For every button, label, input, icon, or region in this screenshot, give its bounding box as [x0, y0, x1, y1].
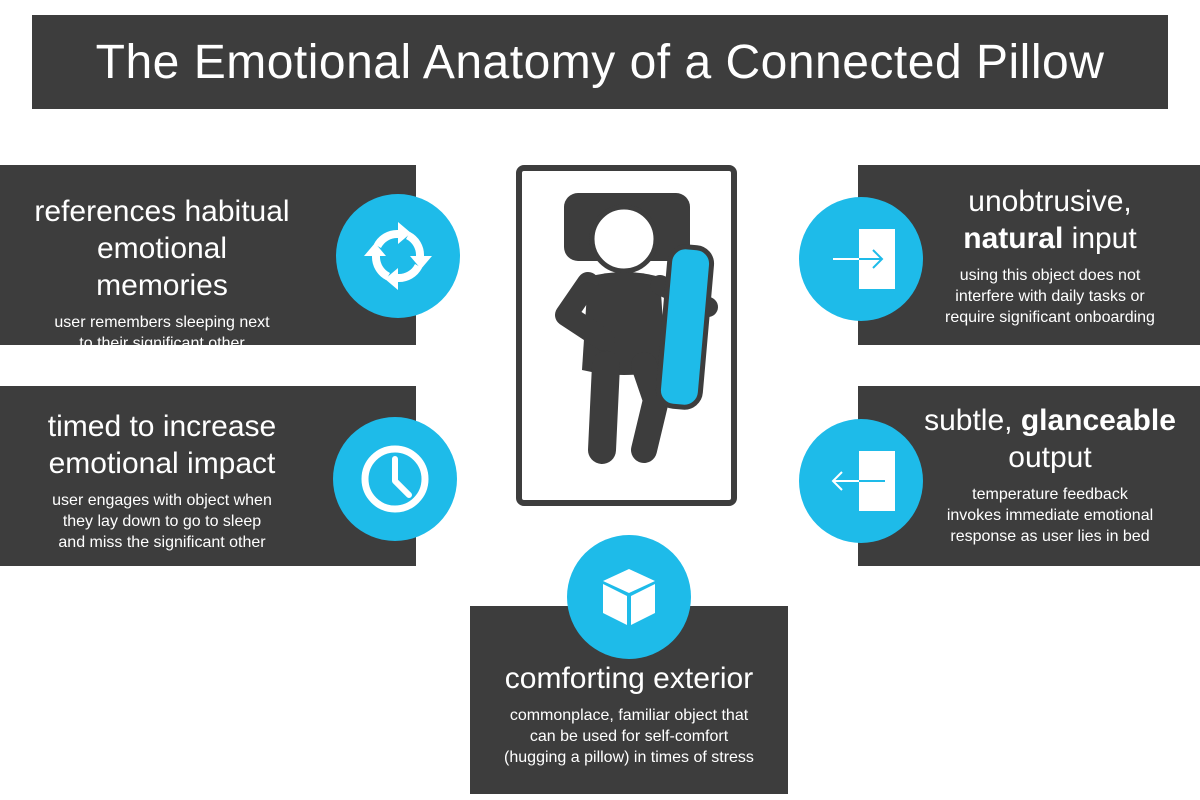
panel-heading: references habitual emotional memories — [34, 195, 290, 302]
panel-heading: comforting exterior — [504, 662, 754, 695]
panel-description: user remembers sleeping next to their si… — [54, 314, 270, 352]
clock-icon — [333, 417, 457, 541]
panel-heading: subtle, glanceable output — [924, 404, 1176, 474]
panel-heading: timed to increase emotional impact — [47, 410, 277, 480]
panel-description: temperature feedback invokes immediate e… — [946, 486, 1154, 545]
panel-description: commonplace, familiar object that can be… — [504, 707, 754, 766]
enter-door-icon — [799, 197, 923, 321]
panel-comforting-exterior: comforting exterior commonplace, familia… — [470, 606, 788, 794]
panel-natural-input: unobtrusive, natural input using this ob… — [858, 165, 1200, 345]
panel-timed-impact: timed to increase emotional impact user … — [0, 386, 416, 566]
person-in-bed-hugging-pillow-icon — [555, 193, 718, 464]
title-bar: The Emotional Anatomy of a Connected Pil… — [32, 15, 1168, 109]
page-title: The Emotional Anatomy of a Connected Pil… — [95, 35, 1105, 89]
panel-glanceable-output: subtle, glanceable output temperature fe… — [858, 386, 1200, 566]
panel-heading: unobtrusive, natural input — [963, 185, 1137, 255]
panel-description: using this object does not interfere wit… — [945, 267, 1155, 326]
cube-icon — [567, 535, 691, 659]
panel-description: user engages with object when they lay d… — [52, 492, 272, 551]
exit-door-icon — [799, 419, 923, 543]
cycle-arrows-icon — [336, 194, 460, 318]
